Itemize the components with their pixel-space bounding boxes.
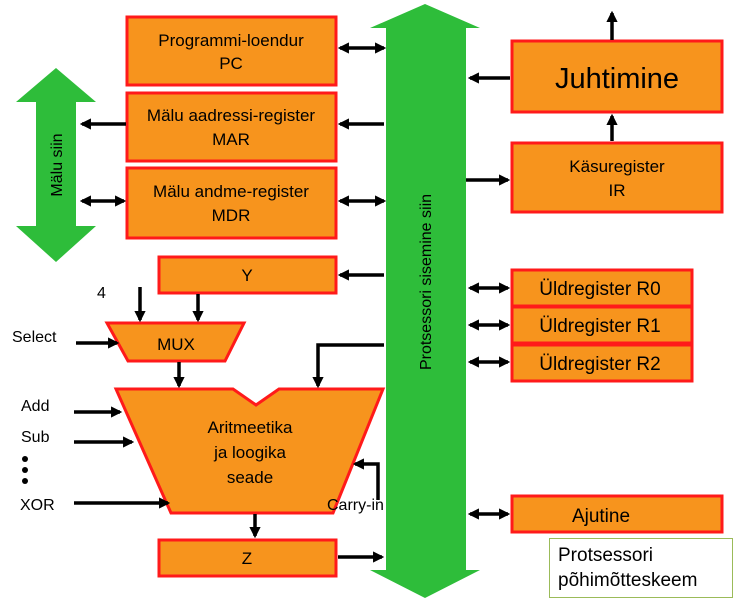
y-register-label: Y: [241, 266, 252, 285]
caption-line2: põhimõtteskeem: [558, 570, 698, 591]
xor-label: XOR: [20, 497, 55, 514]
mdr-label-line1: Mälu andme-register: [153, 182, 309, 201]
carry-in-arrow: [352, 458, 380, 500]
carry-in-label: Carry-in: [327, 497, 384, 514]
temp-register-block: [510, 494, 724, 534]
register-r1-label: Üldregister R1: [539, 316, 660, 337]
add-label: Add: [21, 398, 49, 415]
register-r2-label: Üldregister R2: [539, 354, 660, 375]
caption-box: Protsessori põhimõtteskeem: [549, 538, 733, 598]
sub-label: Sub: [21, 429, 50, 446]
four-label: 4: [97, 285, 106, 302]
pc-label-line2: PC: [219, 54, 243, 73]
caption-line1: Protsessori: [558, 545, 654, 566]
mar-label-line2: MAR: [212, 130, 250, 149]
bus-to-alu-arrow: [312, 343, 384, 389]
z-register-label: Z: [242, 549, 252, 568]
ellipsis-dot-2: [22, 467, 28, 473]
temp-register-label: Ajutine: [572, 506, 630, 527]
select-label: Select: [12, 329, 57, 346]
ir-label-line1: Käsuregister: [569, 157, 665, 176]
y-register-block: [157, 255, 338, 295]
alu-label-line2: ja loogika: [213, 443, 286, 462]
mar-label-line1: Mälu aadressi-register: [147, 106, 316, 125]
alu-block: [113, 387, 386, 515]
register-r2-block: [510, 343, 694, 383]
memory-bus-arrow: [16, 68, 96, 262]
internal-bus-label: Protsessori sisemine siin: [418, 194, 435, 370]
ir-block: [510, 141, 724, 214]
memory-bus-label: Mälu siin: [49, 133, 66, 196]
alu-label-line1: Aritmeetika: [207, 418, 293, 437]
register-r0-block: [510, 268, 694, 308]
pc-label-line1: Programmi-loendur: [158, 31, 304, 50]
internal-bus-arrow: [370, 4, 480, 598]
mux-block: [104, 321, 247, 363]
mar-block: [125, 91, 338, 163]
pc-block: [125, 15, 338, 87]
alu-label-line3: seade: [227, 468, 273, 487]
control-unit-label: Juhtimine: [555, 63, 679, 95]
mdr-label-line2: MDR: [212, 206, 251, 225]
mdr-block: [125, 166, 338, 240]
mux-label: MUX: [157, 335, 195, 354]
register-r0-label: Üldregister R0: [539, 279, 660, 300]
ellipsis-dot-3: [22, 478, 28, 484]
ir-label-line2: IR: [609, 181, 626, 200]
register-r1-block: [510, 305, 694, 345]
ellipsis-dot-1: [22, 456, 28, 462]
z-register-block: [157, 538, 338, 578]
control-unit-block: [510, 39, 724, 114]
